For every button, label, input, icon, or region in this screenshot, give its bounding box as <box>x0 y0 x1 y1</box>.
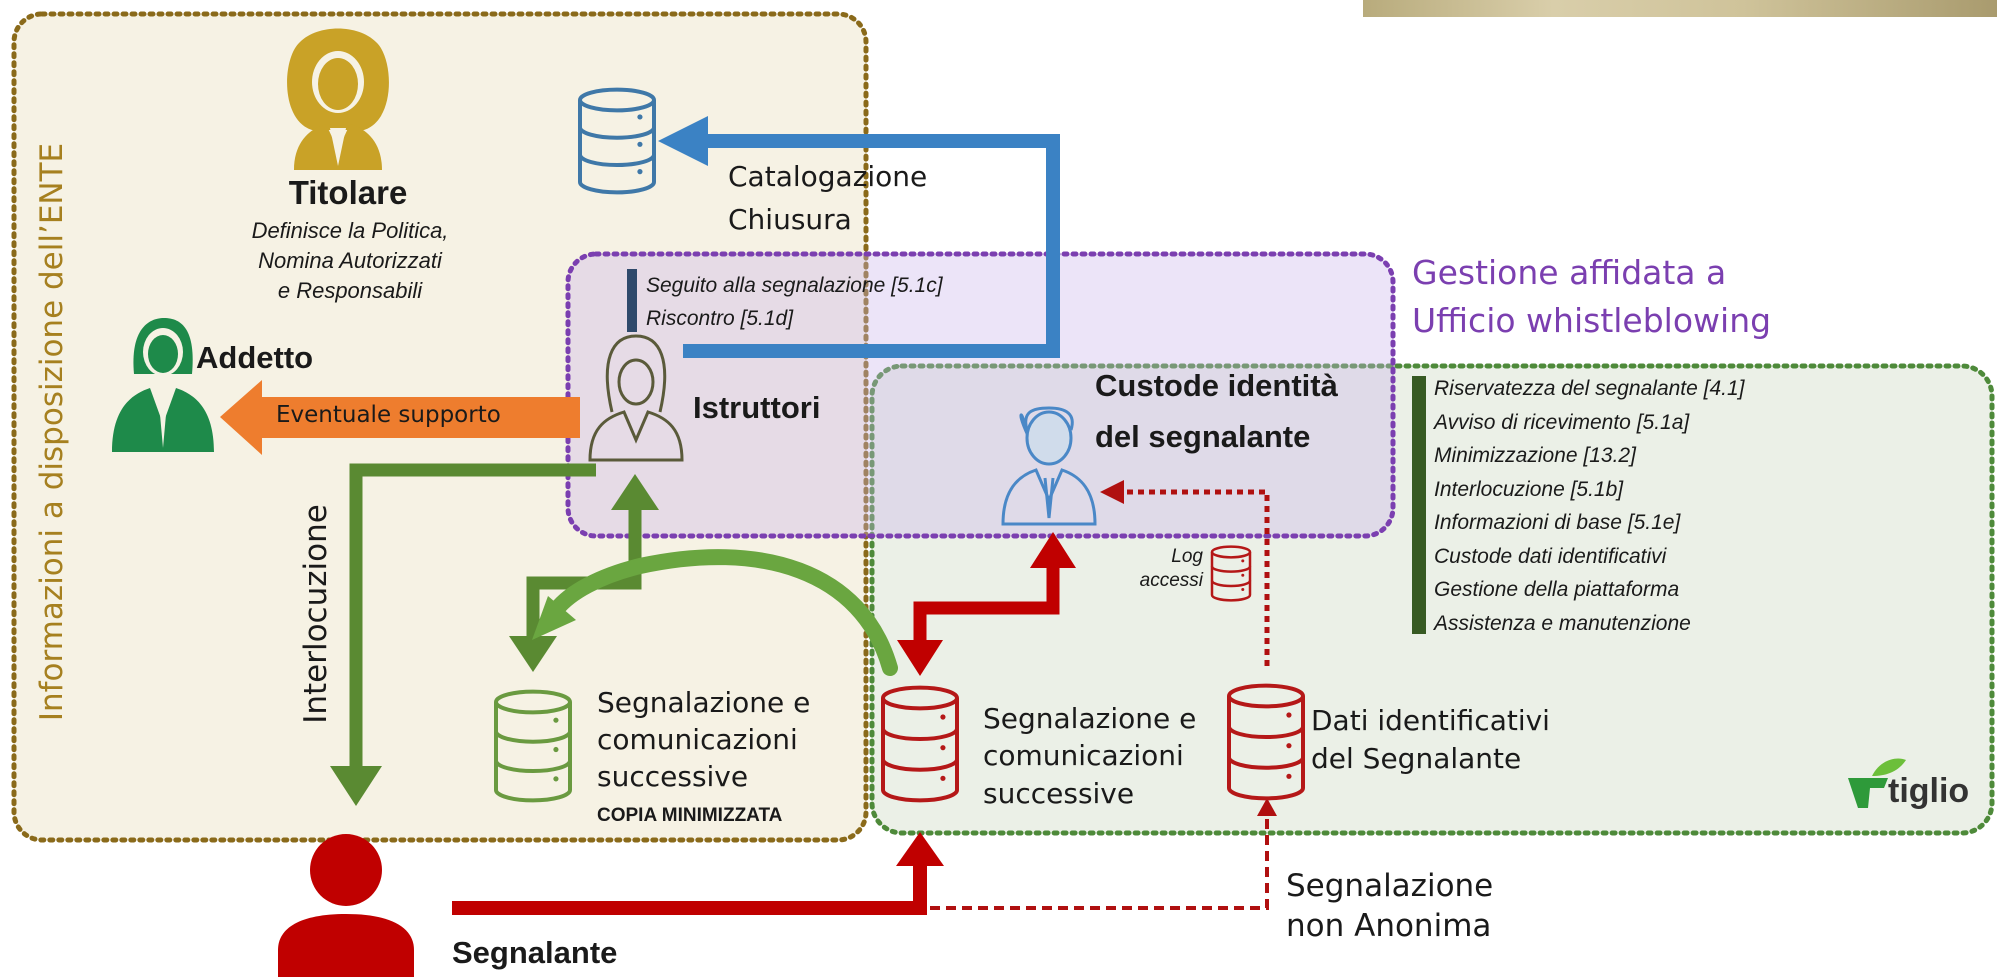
female-user-icon <box>588 334 684 462</box>
ente-label: Informazioni a disposizione dell’ENTE <box>34 142 70 722</box>
main-db-line-2: comunicazioni <box>983 739 1184 772</box>
ufficio-zone <box>565 251 1396 539</box>
id-db-line-1: Dati identificativi <box>1311 704 1550 737</box>
tiglio-task-item: Avviso di ricevimento [5.1a] <box>1434 410 1690 434</box>
interlocuzione-arrow-head <box>330 766 382 806</box>
female-manager-icon <box>287 28 389 170</box>
titolare-desc-3: e Responsabili <box>277 278 423 303</box>
interlocuzione-label: Interlocuzione <box>298 504 334 724</box>
main-db-arrow-head <box>897 640 943 676</box>
copy-db-line-2: comunicazioni <box>597 723 798 756</box>
interlocuzione-arrow <box>349 463 596 770</box>
istruttori-name: Istruttori <box>693 390 821 425</box>
main-db-line-1: Segnalazione e <box>983 702 1197 735</box>
minimize-curve-arrow <box>548 549 898 676</box>
segnalante-arrow-head <box>896 832 944 866</box>
database-icon <box>494 689 572 803</box>
tiglio-logo-text: tiglio <box>1888 772 1970 810</box>
tiglio-task-item: Informazioni di base [5.1e] <box>1434 511 1681 534</box>
ufficio-line-1: Gestione affidata a <box>1412 253 1727 292</box>
catalog-line-2: Chiusura <box>728 203 852 236</box>
non-anon-line-2: non Anonima <box>1286 908 1492 944</box>
minimize-curve-head <box>532 596 576 640</box>
support-arrow <box>220 380 580 455</box>
non-anon-head <box>1257 798 1277 816</box>
custode-line-2: del segnalante <box>1095 419 1311 454</box>
ufficio-line-2: Ufficio whistleblowing <box>1412 301 1772 340</box>
support-label: Eventuale supporto <box>276 402 501 428</box>
tiglio-task-item: Gestione della piattaforma <box>1434 578 1680 601</box>
tiglio-task-item: Minimizzazione [13.2] <box>1434 444 1636 467</box>
copy-db-line-1: Segnalazione e <box>597 686 811 719</box>
titolare-name: Titolare <box>288 174 408 211</box>
copy-db-line-3: successive <box>597 760 749 793</box>
database-icon <box>881 685 959 803</box>
database-icon <box>1210 545 1252 602</box>
istruttori-task-1: Seguito alla segnalazione [5.1c] <box>646 274 943 297</box>
non-anon-line-1: Segnalazione <box>1286 868 1494 904</box>
copy-db-arrow-head <box>509 636 557 672</box>
person-icon <box>278 834 414 977</box>
titolare-desc-1: Definisce la Politica, <box>251 218 449 243</box>
istruttori-task-2: Riscontro [5.1d] <box>646 307 794 330</box>
catalog-arrow-head <box>658 116 708 166</box>
addetto-name: Addetto <box>196 340 314 375</box>
id-custode-head <box>1100 480 1124 504</box>
log-line-2: accessi <box>1139 570 1203 591</box>
database-icon <box>578 87 656 195</box>
copy-db-note: COPIA MINIMIZZATA <box>597 805 783 826</box>
segnalante-main-arrow <box>452 860 927 915</box>
catalog-arrow <box>683 134 1060 358</box>
tiglio-task-item: Riservatezza del segnalante [4.1] <box>1434 377 1745 400</box>
database-icon <box>1227 683 1305 801</box>
id-db-line-2: del Segnalante <box>1311 742 1522 775</box>
tiglio-task-item: Interlocuzione [5.1b] <box>1434 477 1624 501</box>
custode-main-arrow <box>913 564 1060 650</box>
custode-arrow-head <box>1030 532 1076 568</box>
log-line-1: Log <box>1171 546 1203 567</box>
male-employee-icon <box>112 318 214 452</box>
tiglio-task-item: Custode dati identificativi <box>1434 544 1667 568</box>
istruttori-task-bar <box>627 269 637 332</box>
segnalante-name: Segnalante <box>452 935 618 970</box>
tiglio-task-bar <box>1412 376 1426 634</box>
catalog-line-1: Catalogazione <box>728 160 928 193</box>
background-photo-strip <box>1363 0 1997 17</box>
istruttori-arrow-head <box>611 474 659 510</box>
tiglio-logo-icon <box>1848 758 1906 808</box>
custode-line-1: Custode identità <box>1095 368 1338 403</box>
male-user-icon <box>1001 406 1097 526</box>
tiglio-task-item: Assistenza e manutenzione <box>1434 611 1691 635</box>
non-anon-dashed <box>930 812 1269 910</box>
tiglio-zone <box>869 363 1995 836</box>
main-db-line-3: successive <box>983 777 1135 810</box>
id-custode-dotted <box>1118 489 1270 666</box>
titolare-desc-2: Nomina Autorizzati <box>258 248 442 273</box>
